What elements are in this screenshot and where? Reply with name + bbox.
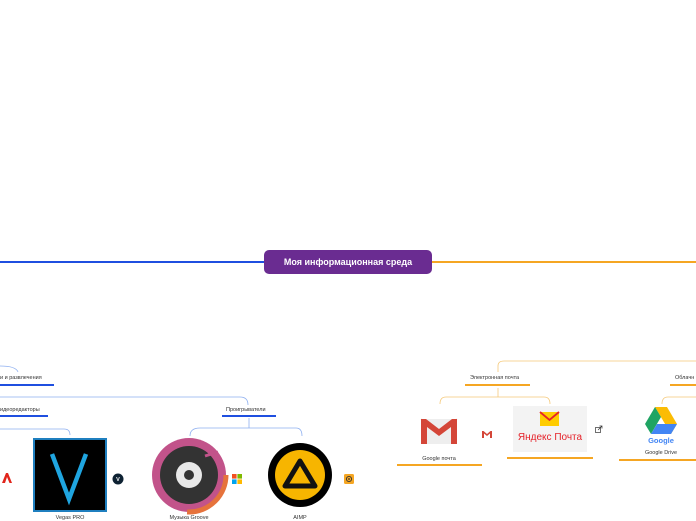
- branch-players[interactable]: Проигрыватели: [226, 407, 266, 413]
- gmail-small-icon[interactable]: [482, 431, 492, 438]
- yandex-mail-image[interactable]: [513, 406, 587, 452]
- central-topic[interactable]: Моя информационная среда: [264, 250, 432, 274]
- email-connector: [439, 388, 551, 405]
- branch-cloud[interactable]: Облачн: [675, 375, 695, 381]
- branch-video-editors[interactable]: идеоредакторы: [0, 407, 40, 413]
- cloud-connector: [661, 396, 696, 405]
- aimp-image[interactable]: [268, 443, 332, 507]
- google-logo-text: Google: [648, 436, 674, 445]
- google-drive-image[interactable]: [645, 407, 677, 434]
- left-subtree-connector: [0, 365, 19, 373]
- yandex-mail-logo-text: Яндекс Почта: [517, 432, 583, 443]
- item-gmail-label: Google почта: [422, 456, 456, 462]
- branch-entertainment[interactable]: и и развлечения: [0, 375, 42, 381]
- item-groove-label: Музыка Groove: [169, 515, 209, 521]
- item-vegas-pro-label: Vegas PRO: [55, 515, 85, 521]
- left-topic-connector: [0, 396, 249, 406]
- external-link-icon[interactable]: [595, 425, 603, 433]
- vegas-pro-image[interactable]: [33, 438, 107, 512]
- svg-text:V: V: [116, 477, 120, 483]
- adobe-icon[interactable]: [2, 473, 12, 483]
- groove-music-image[interactable]: [149, 435, 229, 515]
- item-aimp-label: AIMP: [293, 515, 307, 521]
- branch-email[interactable]: Электронная почта: [470, 375, 520, 381]
- players-connector: [189, 418, 303, 437]
- aimp-small-icon[interactable]: [344, 474, 354, 484]
- right-subtree-connector: [497, 360, 696, 372]
- video-editors-connector: [0, 428, 71, 436]
- item-gdrive-label: Google Drive: [644, 450, 678, 456]
- vegas-v-icon[interactable]: V: [112, 473, 124, 485]
- windows-icon[interactable]: [232, 474, 242, 484]
- gmail-image[interactable]: [420, 418, 458, 444]
